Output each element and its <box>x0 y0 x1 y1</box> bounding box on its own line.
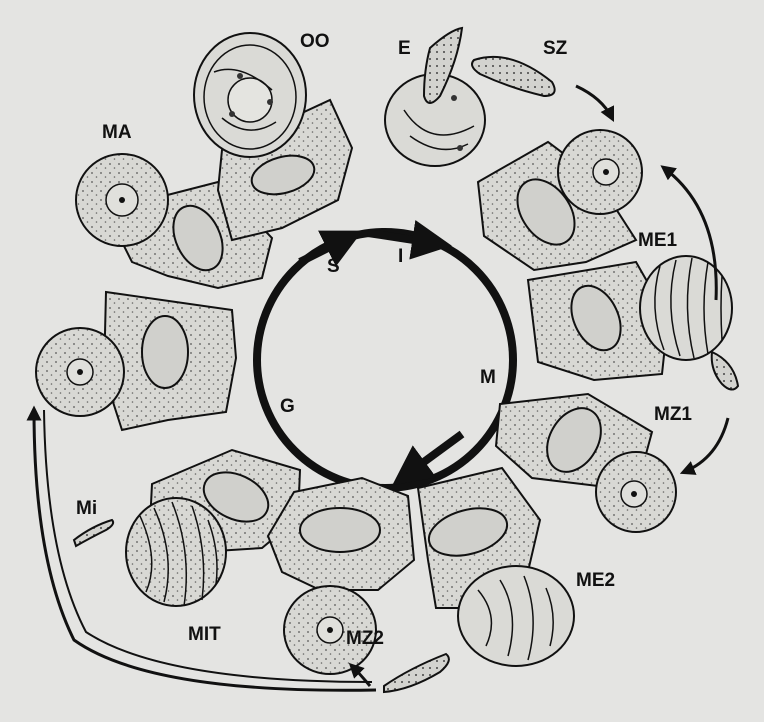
label-me1: ME1 <box>638 230 678 251</box>
meront-me1 <box>640 256 732 360</box>
label-me2: ME2 <box>576 570 615 591</box>
cycle-ring <box>257 232 513 488</box>
label-g: G <box>280 396 295 417</box>
label-oo: OO <box>300 31 330 52</box>
arrow-sz-to-me1 <box>576 86 612 118</box>
trophozoite-mz1 <box>596 452 676 532</box>
label-m: M <box>480 367 496 388</box>
label-mit: MIT <box>188 624 221 645</box>
label-e: E <box>398 38 411 59</box>
central-cycle <box>257 232 513 488</box>
label-mi: Mi <box>76 498 97 519</box>
label-s: S <box>327 256 340 277</box>
trophozoite-me1 <box>558 130 642 214</box>
host-nucleus <box>142 316 188 388</box>
merozoite-mz1 <box>712 352 738 390</box>
label-mz1: MZ1 <box>654 404 692 425</box>
microgamete-mi <box>74 520 113 546</box>
trophozoite-left <box>36 328 124 416</box>
arrow-mz1-to-trophozoite <box>684 418 728 472</box>
merozoite-mz2 <box>384 654 449 692</box>
label-ma: MA <box>102 122 132 143</box>
oocyst-oo <box>194 33 306 157</box>
label-mz2: MZ2 <box>346 628 384 649</box>
cycle-arrow-i <box>368 233 440 244</box>
label-i: I <box>398 246 403 267</box>
host-nucleus <box>300 508 380 552</box>
macrogamete-ma <box>76 154 168 246</box>
microgamont-mit <box>126 498 226 606</box>
sporozoite-sz <box>472 57 555 96</box>
arrow-mz2-to-trophozoite <box>352 666 370 686</box>
cycle-arrow-s <box>300 236 352 262</box>
label-sz: SZ <box>543 38 568 59</box>
meront-me2 <box>458 566 574 666</box>
